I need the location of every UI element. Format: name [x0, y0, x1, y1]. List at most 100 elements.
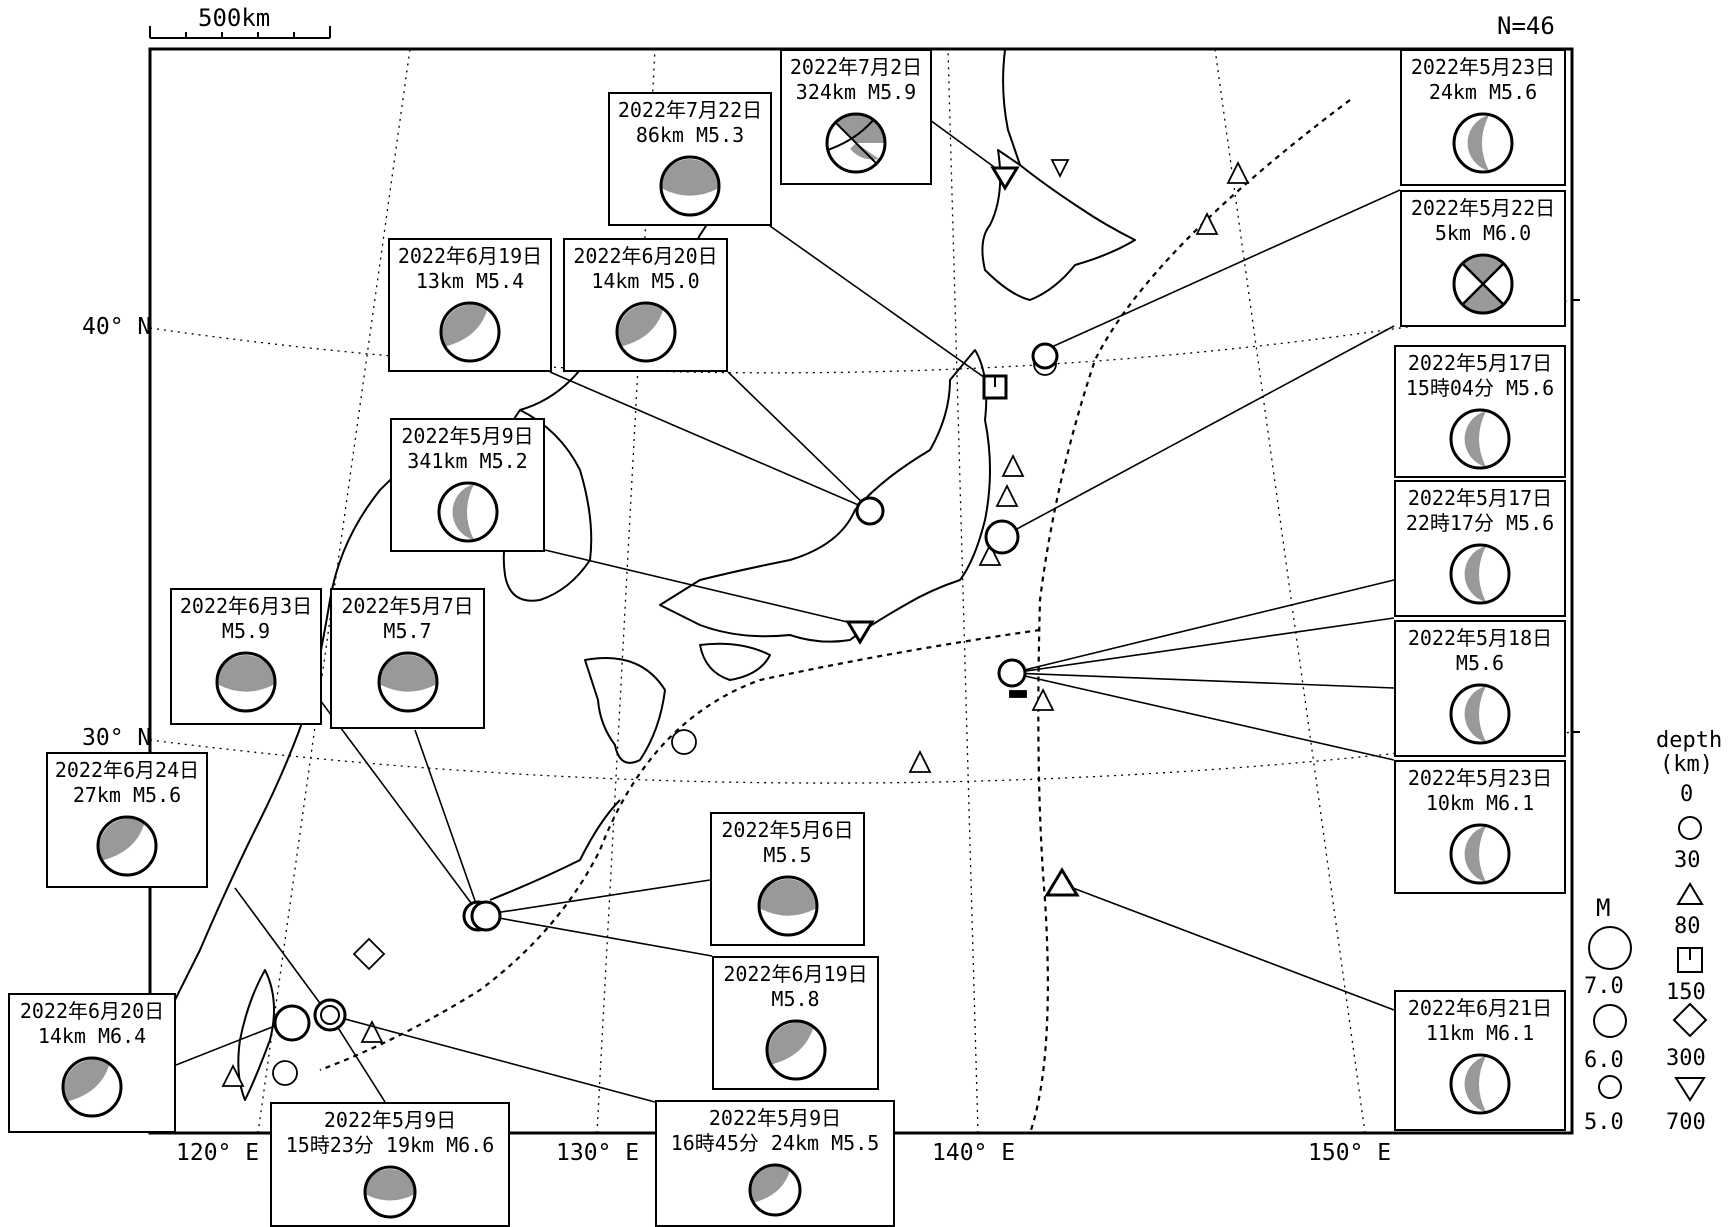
event-detail: 13km M5.4: [415, 269, 525, 293]
event-detail: 341km M5.2: [407, 449, 528, 473]
focal-mechanism-icon: [377, 651, 438, 713]
event-box: 2022年5月23日 24km M5.6: [1400, 49, 1566, 186]
focal-mechanism-icon: [1449, 408, 1511, 470]
depth-legend-symbols: [1672, 816, 1708, 1102]
shikoku-coast: [699, 642, 771, 681]
event-detail: 15時23分 19km M6.6: [285, 1133, 495, 1157]
focal-mechanism-icon: [1449, 823, 1511, 885]
event-box: 2022年6月20日 14km M6.4: [8, 993, 176, 1133]
focal-mechanism-icon: [765, 1019, 826, 1081]
trench-lines: [319, 99, 1351, 1134]
event-detail: 16時45分 24km M5.5: [670, 1131, 880, 1155]
event-detail: 14km M6.4: [37, 1024, 147, 1048]
focal-mechanism-icon: [1449, 543, 1511, 605]
event-date: 2022年5月23日: [1410, 55, 1556, 79]
scale-bar: [149, 26, 331, 39]
event-date: 2022年6月19日: [723, 962, 868, 986]
event-detail: 5km M6.0: [1434, 221, 1532, 245]
event-date: 2022年7月2日: [789, 55, 923, 79]
event-detail: M5.7: [383, 619, 432, 643]
magnitude-legend-7: 7.0: [1584, 974, 1624, 999]
event-detail: 324km M5.9: [795, 80, 917, 104]
event-date: 2022年6月19日: [397, 244, 543, 268]
magnitude-legend-6: 6.0: [1584, 1048, 1624, 1073]
event-date: 2022年6月21日: [1407, 996, 1553, 1020]
depth-legend-title: depth: [1656, 728, 1723, 753]
event-detail: 27km M5.6: [72, 783, 182, 807]
event-box: 2022年5月18日 M5.6: [1394, 620, 1566, 757]
event-count: N=46: [1497, 12, 1555, 40]
focal-mechanism-icon: [757, 875, 818, 937]
event-date: 2022年5月17日: [1407, 351, 1553, 375]
depth-legend-30: 30: [1674, 848, 1701, 873]
depth-legend-150: 150: [1666, 980, 1706, 1005]
event-date: 2022年7月22日: [617, 98, 763, 122]
event-detail: 15時04分 M5.6: [1405, 376, 1555, 400]
focal-mechanism-icon: [748, 1163, 802, 1217]
focal-mechanism-icon: [439, 301, 501, 363]
event-date: 2022年5月17日: [1407, 486, 1553, 510]
magnitude-legend-title: M: [1596, 894, 1611, 922]
focal-mechanism-icon: [437, 481, 498, 543]
event-detail: M5.8: [771, 987, 820, 1011]
event-detail: 86km M5.3: [635, 123, 745, 147]
event-box: 2022年5月23日 10km M6.1: [1394, 760, 1566, 894]
depth-legend-unit: (km): [1660, 752, 1713, 777]
event-box: 2022年6月21日 11km M6.1: [1394, 990, 1566, 1131]
event-box: 2022年7月22日 86km M5.3: [608, 92, 772, 226]
lon-label-130: 130° E: [556, 1140, 640, 1166]
focal-mechanism-icon: [1452, 112, 1514, 174]
focal-mechanism-icon: [215, 651, 277, 713]
lat-label-40: 40° N: [82, 314, 152, 340]
event-box: 2022年5月9日 341km M5.2: [390, 418, 545, 552]
event-date: 2022年6月20日: [19, 999, 165, 1023]
magnitude-legend-5: 5.0: [1584, 1110, 1624, 1135]
event-box: 2022年7月2日 324km M5.9: [780, 49, 932, 185]
focal-mechanism-icon: [96, 815, 158, 877]
event-box: 2022年5月6日 M5.5: [710, 812, 865, 946]
focal-mechanism-icon: [825, 112, 887, 174]
depth-legend-300: 300: [1666, 1046, 1706, 1071]
event-date: 2022年5月9日: [401, 424, 534, 448]
event-detail: 24km M5.6: [1428, 80, 1538, 104]
event-box: 2022年6月19日 M5.8: [712, 956, 879, 1090]
depth-legend-700: 700: [1666, 1110, 1706, 1135]
kyushu-coast: [584, 657, 666, 764]
event-box: 2022年6月20日 14km M5.0: [563, 238, 728, 372]
sakhalin-coast: [1002, 49, 1021, 166]
other-events: [221, 159, 1250, 1087]
lat-label-30: 30° N: [82, 725, 152, 751]
event-detail: M5.6: [1455, 651, 1505, 675]
event-box: 2022年6月3日 M5.9: [170, 588, 322, 725]
event-detail: 10km M6.1: [1425, 791, 1535, 815]
event-detail: 22時17分 M5.6: [1405, 511, 1555, 535]
event-date: 2022年5月22日: [1410, 196, 1556, 220]
event-box: 2022年5月17日 22時17分 M5.6: [1394, 480, 1566, 617]
event-date: 2022年6月24日: [54, 758, 200, 782]
event-box: 2022年5月22日 5km M6.0: [1400, 190, 1566, 327]
event-box: 2022年6月19日 13km M5.4: [388, 238, 552, 372]
event-box: 2022年5月9日 15時23分 19km M6.6: [270, 1102, 510, 1227]
focal-mechanism-icon: [61, 1056, 123, 1118]
lon-label-150: 150° E: [1308, 1140, 1392, 1166]
focal-mechanism-icon: [1449, 683, 1511, 745]
lon-label-140: 140° E: [932, 1140, 1016, 1166]
event-date: 2022年5月23日: [1407, 766, 1553, 790]
event-box: 2022年5月17日 15時04分 M5.6: [1394, 345, 1566, 478]
focal-mechanism-icon: [615, 301, 676, 363]
event-date: 2022年5月6日: [721, 818, 854, 842]
event-box: 2022年5月7日 M5.7: [330, 588, 485, 729]
event-date: 2022年6月3日: [179, 594, 313, 618]
event-detail: M5.5: [763, 843, 812, 867]
event-date: 2022年5月9日: [708, 1106, 842, 1130]
event-detail: 11km M6.1: [1425, 1021, 1535, 1045]
scale-label: 500km: [198, 4, 271, 32]
leader-lines: [175, 119, 1401, 1103]
depth-legend-80: 80: [1674, 914, 1701, 939]
event-date: 2022年5月18日: [1407, 626, 1553, 650]
event-date: 2022年6月20日: [573, 244, 718, 268]
event-date: 2022年5月9日: [323, 1108, 457, 1132]
event-detail: 14km M5.0: [591, 269, 700, 293]
featured-events: [273, 166, 1080, 1042]
event-box: 2022年5月9日 16時45分 24km M5.5: [655, 1100, 895, 1227]
